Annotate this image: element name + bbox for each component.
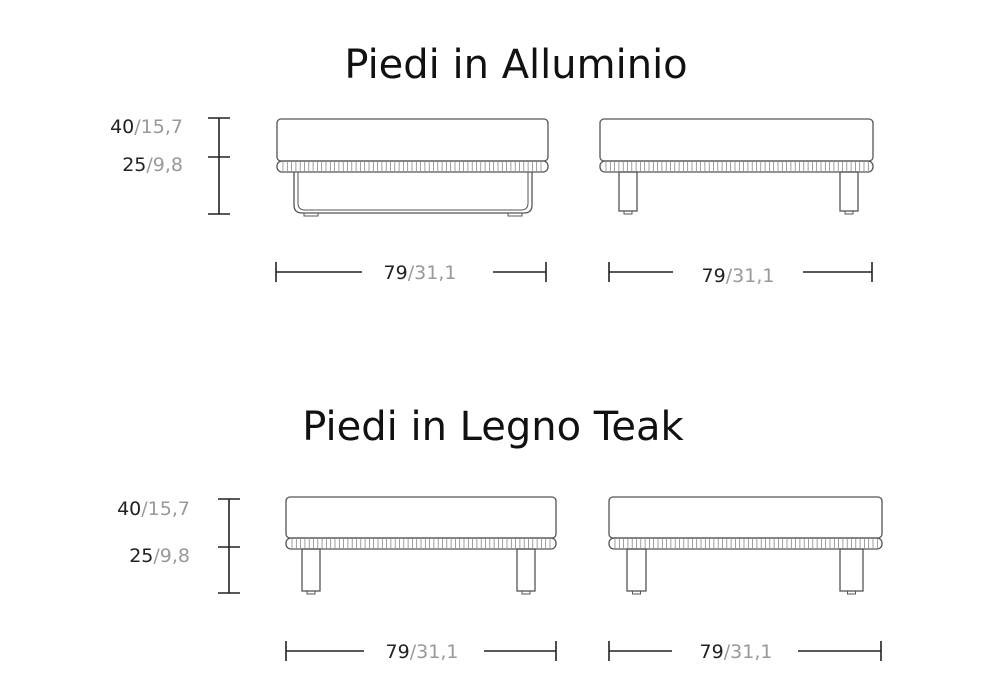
leg-foot	[632, 590, 641, 595]
ottoman-cushion	[276, 118, 549, 162]
ottoman-cushion	[285, 496, 557, 539]
height-seat-in: /9,8	[153, 545, 190, 567]
leg-foot	[507, 212, 523, 217]
height-total-cm: 40	[110, 116, 134, 138]
leg	[839, 171, 859, 212]
leg	[839, 548, 864, 592]
height-seat-label: 25/9,8	[129, 545, 190, 567]
leg-foot	[306, 590, 316, 595]
height-total-in: /15,7	[134, 116, 183, 138]
woven-band	[599, 160, 874, 173]
ottoman-cushion	[608, 496, 883, 539]
height-seat-cm: 25	[129, 545, 153, 567]
width-label: 79/31,1	[700, 641, 773, 663]
width-cm: 79	[702, 265, 726, 287]
height-total-label: 40/15,7	[117, 498, 190, 520]
height-total-cm: 40	[117, 498, 141, 520]
width-label: 79/31,1	[386, 641, 459, 663]
height-total-in: /15,7	[141, 498, 190, 520]
height-total-label: 40/15,7	[110, 116, 183, 138]
height-seat-in: /9,8	[146, 154, 183, 176]
ottoman-cushion	[599, 118, 874, 162]
width-in: /31,1	[408, 262, 457, 284]
width-label: 79/31,1	[702, 265, 775, 287]
width-cm: 79	[384, 262, 408, 284]
leg-foot	[844, 210, 854, 215]
aluminium-sled-leg	[297, 172, 529, 211]
width-in: /31,1	[726, 265, 775, 287]
width-in: /31,1	[410, 641, 459, 663]
leg-foot	[303, 212, 319, 217]
height-seat-label: 25/9,8	[122, 154, 183, 176]
leg	[626, 548, 647, 592]
section-title-teak: Piedi in Legno Teak	[302, 404, 684, 450]
woven-band	[285, 537, 557, 550]
leg-foot	[847, 590, 856, 595]
leg-foot	[623, 210, 633, 215]
woven-band	[608, 537, 883, 550]
section-title-aluminium: Piedi in Alluminio	[344, 42, 687, 88]
leg	[618, 171, 638, 212]
aluminium-sled-leg	[293, 172, 533, 214]
height-seat-cm: 25	[122, 154, 146, 176]
leg	[301, 548, 321, 592]
width-cm: 79	[386, 641, 410, 663]
leg-foot	[521, 590, 531, 595]
width-label: 79/31,1	[384, 262, 457, 284]
width-in: /31,1	[724, 641, 773, 663]
leg	[516, 548, 536, 592]
woven-band	[276, 160, 549, 173]
width-cm: 79	[700, 641, 724, 663]
